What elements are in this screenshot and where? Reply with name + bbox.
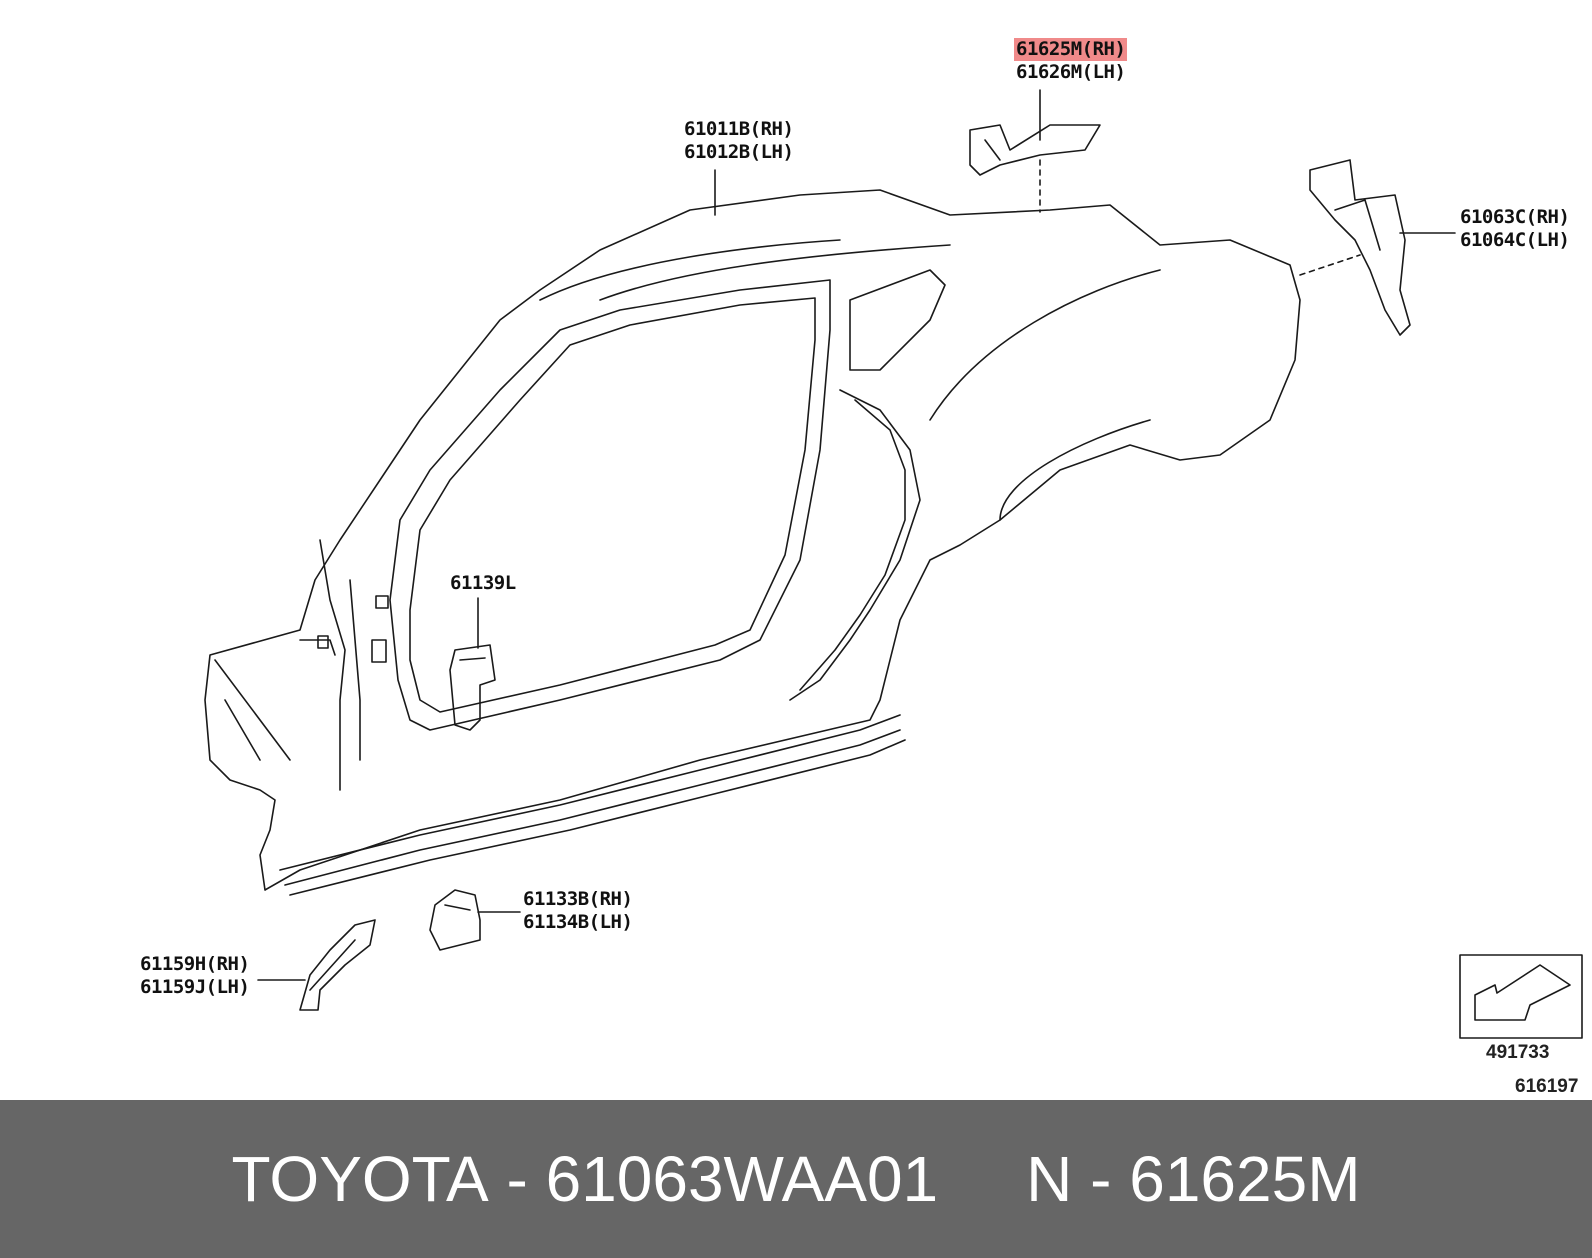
footer-separator-1: - [506, 1143, 528, 1215]
part-61139l-shape [449, 644, 496, 731]
door-opening [389, 269, 946, 731]
callout-61133b: 61133B(RH) 61134B(LH) [523, 888, 633, 934]
callout-61064c-lh: 61064C(LH) [1460, 229, 1570, 251]
part-61159h-shape [299, 919, 376, 1011]
callout-61625m-rh: 61625M(RH) [1014, 38, 1128, 61]
footer-brand: TOYOTA [231, 1143, 489, 1215]
callout-61625m: 61625M(RH) 61626M(LH) [1014, 38, 1128, 84]
callout-61063c: 61063C(RH) 61064C(LH) [1460, 206, 1570, 252]
callout-61063c-rh: 61063C(RH) [1460, 206, 1570, 228]
callout-61139l-label: 61139L [450, 572, 516, 594]
footer-n-label: N [1026, 1143, 1073, 1215]
callout-61159j-lh: 61159J(LH) [140, 976, 250, 998]
callout-61011b-rh: 61011B(RH) [684, 118, 794, 140]
figure-number: 616197 [1515, 1076, 1579, 1097]
callout-61626m-lh: 61626M(LH) [1016, 61, 1126, 83]
callout-61133b-rh: 61133B(RH) [523, 888, 633, 910]
footer-separator-2: - [1090, 1143, 1112, 1215]
callout-61139l: 61139L [450, 572, 516, 595]
callout-61159h-rh: 61159H(RH) [140, 953, 250, 975]
parts-diagram [204, 89, 1583, 1039]
part-61625m-shape [969, 124, 1101, 176]
reference-number: 491733 [1486, 1042, 1550, 1063]
part-61063c-shape [1309, 159, 1411, 336]
front-direction-arrow-icon [1459, 954, 1583, 1039]
a-pillar-details [214, 539, 389, 791]
footer-part-number: 61063WAA01 [545, 1143, 939, 1215]
side-panel-outer [204, 189, 1301, 891]
part-61133b-shape [429, 889, 481, 951]
rocker-panel [279, 714, 906, 896]
footer-n-number: 61625M [1129, 1143, 1361, 1215]
callout-61159h: 61159H(RH) 61159J(LH) [140, 953, 250, 999]
callout-61134b-lh: 61134B(LH) [523, 911, 633, 933]
callout-61011b: 61011B(RH) 61012B(LH) [684, 118, 794, 164]
footer-bar: TOYOTA - 61063WAA01 N - 61625M [0, 1100, 1592, 1258]
callout-61012b-lh: 61012B(LH) [684, 141, 794, 163]
dash-61063 [1299, 254, 1361, 276]
